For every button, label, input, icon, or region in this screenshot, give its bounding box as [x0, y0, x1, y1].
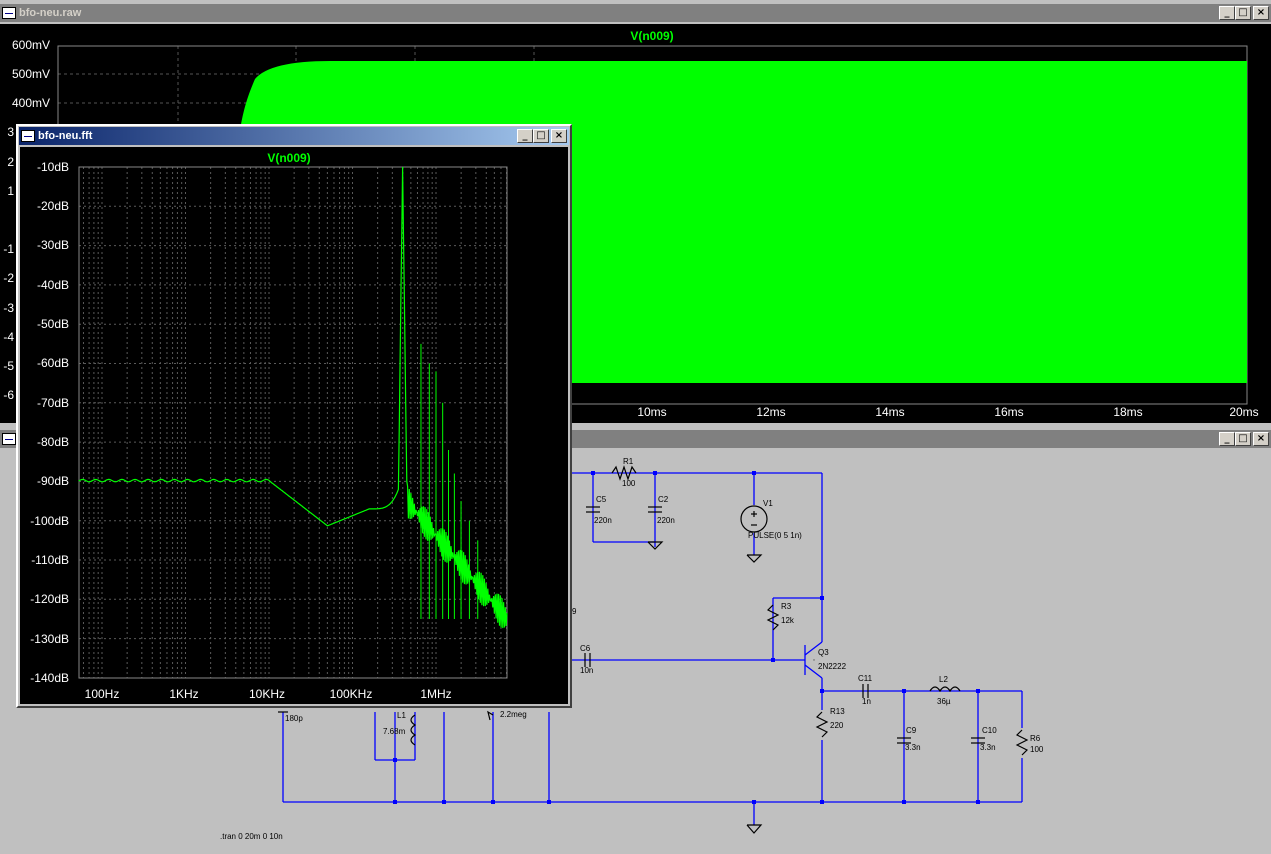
c9-ref: C9 [906, 726, 917, 735]
raw-y-tick: -5 [3, 359, 14, 373]
fft-y-tick: -130dB [30, 632, 69, 646]
fft-y-tick: -90dB [37, 474, 69, 488]
close-icon[interactable]: × [1253, 432, 1269, 446]
fft-x-tick: 1KHz [169, 687, 198, 701]
fft-x-tick: 100KHz [330, 687, 373, 701]
maximize-icon[interactable]: □ [533, 129, 549, 143]
fft-y-tick: -20dB [37, 199, 69, 213]
c6-ref: C6 [580, 644, 591, 653]
waveform-app-icon [21, 130, 35, 142]
cap-left-value: 180p [285, 714, 303, 723]
r3-value: 12k [781, 616, 795, 625]
c11-ref: C11 [858, 674, 873, 683]
c2-value: 220n [657, 516, 675, 525]
c10-value: 3.3n [980, 743, 996, 752]
c6-value: 10n [580, 666, 593, 675]
raw-x-tick: 16ms [994, 405, 1023, 419]
fft-window-titlebar[interactable]: bfo-neu.fft _ □ × [19, 127, 569, 145]
r13-ref: R13 [830, 707, 845, 716]
schematic-app-icon [2, 433, 16, 445]
raw-y-tick: -4 [3, 330, 14, 344]
raw-y-tick: -1 [3, 242, 14, 256]
fft-y-tick: -140dB [30, 671, 69, 685]
raw-y-tick: 3 [7, 125, 14, 139]
fft-y-tick: -80dB [37, 435, 69, 449]
raw-y-tick: -6 [3, 388, 14, 402]
r1-ref: R1 [623, 457, 634, 466]
fft-plot-area[interactable]: -10dB -20dB -30dB -40dB -50dB -60dB -70d… [20, 147, 568, 704]
raw-y-tick: -3 [3, 301, 14, 315]
fft-y-tick: -70dB [37, 396, 69, 410]
fft-plot-window[interactable]: bfo-neu.fft _ □ × -10dB -20dB -30dB -40d… [16, 124, 572, 708]
raw-x-tick: 12ms [756, 405, 785, 419]
minimize-icon[interactable]: _ [517, 129, 533, 143]
waveform-app-icon [2, 7, 16, 19]
v1-ref: V1 [763, 499, 773, 508]
maximize-icon[interactable]: □ [1235, 6, 1251, 20]
fft-y-tick: -100dB [30, 514, 69, 528]
raw-window-title: bfo-neu.raw [19, 7, 81, 19]
fft-y-tick: -60dB [37, 356, 69, 370]
raw-x-tick: 14ms [875, 405, 904, 419]
raw-y-tick: 500mV [12, 67, 50, 81]
close-icon[interactable]: × [1253, 6, 1269, 20]
q3-ref: Q3 [818, 648, 829, 657]
raw-y-tick: 400mV [12, 96, 50, 110]
raw-y-tick: 2 [7, 155, 14, 169]
minimize-icon[interactable]: _ [1219, 6, 1235, 20]
r13-value: 220 [830, 721, 844, 730]
l1-value: 7.68m [383, 727, 406, 736]
raw-x-tick: 10ms [637, 405, 666, 419]
fft-x-tick: 10KHz [249, 687, 285, 701]
raw-y-tick: 600mV [12, 38, 50, 52]
r6-ref: R6 [1030, 734, 1041, 743]
c9-value: 3.3n [905, 743, 921, 752]
fft-y-tick: -120dB [30, 592, 69, 606]
raw-y-tick: 1 [7, 184, 14, 198]
r6-value: 100 [1030, 745, 1044, 754]
c5-value: 220n [594, 516, 612, 525]
spice-directive[interactable]: .tran 0 20m 0 10n [220, 832, 283, 841]
fft-trace-label[interactable]: V(n009) [267, 151, 310, 165]
fft-x-tick: 1MHz [420, 687, 451, 701]
maximize-icon[interactable]: □ [1235, 432, 1251, 446]
raw-window-titlebar[interactable]: bfo-neu.raw _ □ × [0, 4, 1271, 22]
v1-value: PULSE(0 5 1n) [748, 531, 802, 540]
q3-value: 2N2222 [818, 662, 847, 671]
fft-x-tick: 100Hz [85, 687, 120, 701]
minimize-icon[interactable]: _ [1219, 432, 1235, 446]
l2-ref: L2 [939, 675, 948, 684]
l1-ref: L1 [397, 711, 406, 720]
partial-label: 9 [572, 607, 577, 616]
fft-y-tick: -110dB [31, 553, 69, 567]
raw-trace-label[interactable]: V(n009) [630, 29, 673, 43]
raw-y-tick: -2 [3, 271, 14, 285]
close-icon[interactable]: × [551, 129, 567, 143]
fft-window-title: bfo-neu.fft [38, 130, 92, 142]
r3-ref: R3 [781, 602, 792, 611]
r1-value: 100 [622, 479, 636, 488]
c2-ref: C2 [658, 495, 669, 504]
c5-ref: C5 [596, 495, 607, 504]
raw-x-tick: 18ms [1113, 405, 1142, 419]
fft-y-tick: -10dB [37, 160, 69, 174]
fft-plot-svg: -10dB -20dB -30dB -40dB -50dB -60dB -70d… [20, 147, 568, 704]
fft-y-tick: -30dB [37, 238, 69, 252]
l2-value: 36µ [937, 697, 951, 706]
pot-value: 2.2meg [500, 710, 527, 719]
c11-value: 1n [862, 697, 871, 706]
fft-y-tick: -50dB [37, 317, 69, 331]
c10-ref: C10 [982, 726, 997, 735]
raw-x-tick: 20ms [1229, 405, 1258, 419]
fft-y-tick: -40dB [37, 278, 69, 292]
